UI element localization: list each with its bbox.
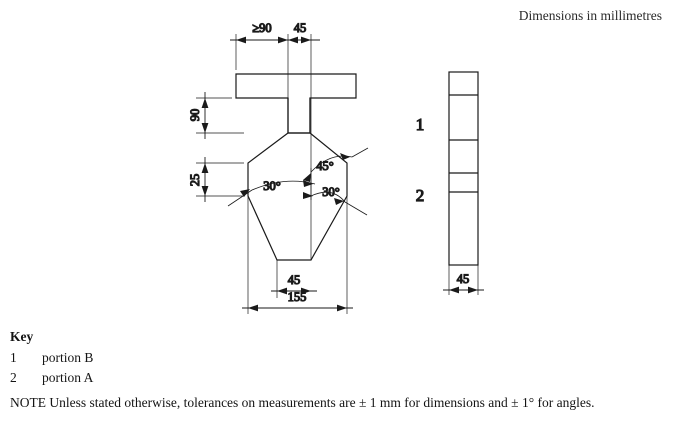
key-item-1-label: portion B [42,349,94,365]
dimension-bottom-155-arrows [248,304,347,312]
angle-label-top-45: 45° [316,159,334,173]
angle-label-left-30: 30° [263,179,281,193]
key-item-1: 1 portion B [10,349,670,371]
dimension-90-arrows [201,98,209,133]
portion-label-2: 2 [416,186,425,205]
dim-label-side-45: 45 [457,272,470,286]
dimension-top-arrows [236,36,311,44]
key-title: Key [10,329,34,344]
side-view-dimension-arrows [449,286,478,294]
dim-label-ge90: ≥90 [252,21,271,35]
key-item-2: 2 portion A [10,369,670,391]
dim-label-25: 25 [188,174,202,187]
tolerance-note: NOTE Unless stated otherwise, tolerances… [10,394,595,410]
angle-arrowheads [240,153,350,205]
technical-drawing-svg: ≥90 45 90 25 [187,20,484,314]
side-view-outline [448,71,479,266]
key-item-2-number: 2 [10,369,17,385]
portion-label-1: 1 [416,115,425,134]
angle-label-right-30: 30° [322,185,340,199]
key-item-1-number: 1 [10,349,17,365]
dim-label-top-45: 45 [294,21,307,35]
dim-label-155: 155 [288,290,307,304]
key-item-2-label: portion A [42,369,94,385]
specimen-outline [235,73,357,261]
dimension-bottom-45-arrows [277,287,311,295]
dimension-25-arrows [201,163,209,196]
dim-label-90: 90 [188,109,202,122]
extension-lines [196,34,348,314]
dimensions-unit-note: Dimensions in millimetres [518,8,662,23]
dim-label-bottom-45: 45 [288,273,301,287]
key-block: Key 1 portion B 2 portion A NOTE Unless … [10,330,670,409]
